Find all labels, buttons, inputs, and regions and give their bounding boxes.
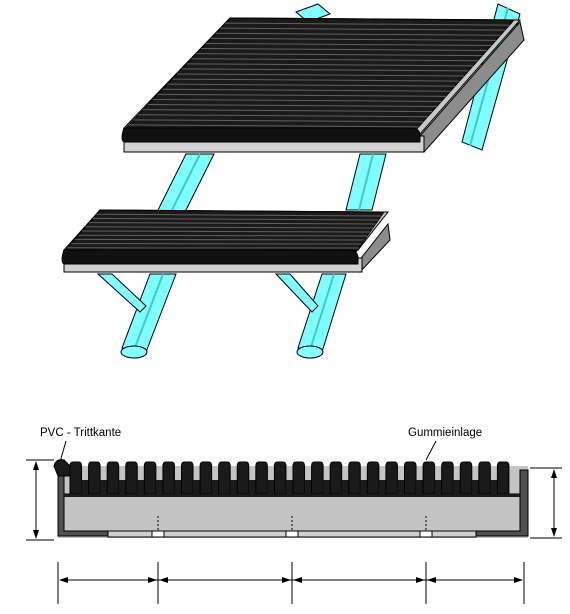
dimension-height-left bbox=[26, 459, 54, 541]
rubber-tooth bbox=[348, 461, 361, 495]
rubber-tooth bbox=[441, 461, 454, 495]
rubber-tooth bbox=[199, 461, 213, 495]
tooth-web bbox=[211, 480, 219, 494]
rubber-rib bbox=[81, 230, 371, 233]
rubber-rib bbox=[128, 124, 419, 128]
rubber-tooth bbox=[366, 461, 380, 495]
stringer-right-mid bbox=[345, 153, 387, 211]
rubber-rib bbox=[220, 27, 505, 31]
rubber-tooth bbox=[273, 461, 287, 495]
rubber-rib bbox=[133, 119, 424, 123]
rubber-tooth bbox=[385, 461, 398, 495]
rubber-tooth bbox=[106, 461, 120, 495]
tooth-web bbox=[267, 480, 275, 494]
rubber-tooth bbox=[88, 461, 101, 495]
tooth-web bbox=[453, 480, 461, 494]
stringer-left-lower bbox=[96, 273, 177, 359]
rubber-rib bbox=[96, 213, 382, 217]
rubber-rib bbox=[92, 217, 379, 221]
rubber-tooth bbox=[125, 461, 138, 495]
rubber-tooth bbox=[181, 461, 194, 495]
rubber-tooth bbox=[255, 461, 268, 495]
rubber-rib bbox=[167, 83, 455, 87]
tooth-web bbox=[323, 480, 331, 494]
tooth-web bbox=[416, 480, 424, 494]
rubber-tooth bbox=[311, 461, 324, 495]
dimension-width bbox=[57, 562, 525, 604]
rubber-tooth bbox=[292, 461, 306, 495]
tooth-web bbox=[397, 480, 405, 494]
rubber-tooth bbox=[404, 461, 417, 495]
rubber-rib bbox=[181, 68, 469, 72]
dimension-arrow-icon bbox=[159, 577, 168, 583]
rubber-rib bbox=[89, 222, 376, 225]
rubber-rib bbox=[172, 78, 460, 82]
pvc-leader bbox=[59, 440, 67, 463]
tooth-web bbox=[304, 480, 312, 494]
tooth-web bbox=[378, 480, 386, 494]
rubber-rib bbox=[78, 234, 368, 237]
rubber-tooth bbox=[236, 461, 250, 495]
gummieinlage-leader bbox=[425, 440, 437, 461]
rubber-tooth bbox=[218, 461, 231, 495]
rubber-rib bbox=[157, 93, 446, 97]
rubber-rib bbox=[143, 109, 433, 113]
tooth-web bbox=[174, 480, 182, 494]
rubber-rib bbox=[210, 37, 496, 41]
tooth-web bbox=[100, 480, 108, 494]
rubber-rib bbox=[196, 53, 483, 57]
rubber-tooth bbox=[478, 461, 491, 495]
pvc-nosing bbox=[53, 459, 71, 477]
tooth-web bbox=[155, 480, 163, 494]
rubber-rib bbox=[205, 42, 492, 46]
rubber-rib bbox=[215, 32, 501, 36]
dimension-height-right bbox=[530, 467, 562, 539]
tooth-web bbox=[230, 480, 238, 494]
rubber-tooth bbox=[496, 461, 510, 495]
rubber-tooth bbox=[162, 461, 175, 495]
rubber-tooth bbox=[69, 461, 83, 495]
dimension-arrow-icon bbox=[59, 577, 68, 583]
cross-section bbox=[53, 459, 529, 538]
tooth-web bbox=[471, 480, 479, 494]
tooth-web bbox=[360, 480, 368, 494]
rubber-rib bbox=[191, 58, 478, 62]
tooth-web bbox=[193, 480, 201, 494]
tooth-web bbox=[341, 480, 349, 494]
rubber-tooth bbox=[143, 461, 157, 495]
gummieinlage-label: Gummieinlage bbox=[408, 427, 482, 439]
rubber-rib bbox=[138, 114, 428, 118]
tooth-web bbox=[434, 480, 442, 494]
tooth-web bbox=[118, 480, 126, 494]
stringer-right-lower bbox=[274, 273, 347, 359]
dimension-arrow-icon bbox=[148, 577, 157, 583]
rubber-base bbox=[64, 494, 520, 497]
rubber-rib bbox=[225, 22, 510, 26]
rubber-rib bbox=[186, 63, 474, 67]
rubber-rib bbox=[74, 238, 365, 241]
dimension-arrow-icon bbox=[282, 577, 291, 583]
tooth-web bbox=[248, 480, 256, 494]
dimension-arrow-icon bbox=[427, 577, 436, 583]
tooth-web bbox=[285, 480, 293, 494]
rubber-rib bbox=[152, 98, 442, 102]
rubber-tooth bbox=[459, 461, 473, 495]
lower-tread bbox=[61, 209, 391, 274]
upper-tread bbox=[121, 17, 525, 154]
rubber-tooth bbox=[329, 461, 343, 495]
rubber-rib bbox=[176, 73, 465, 77]
pvc-trittkante-label: PVC - Trittkante bbox=[40, 427, 121, 439]
rubber-rib bbox=[201, 48, 487, 52]
tooth-web bbox=[81, 480, 89, 494]
dimension-arrow-icon bbox=[293, 577, 302, 583]
dimension-arrow-icon bbox=[416, 577, 425, 583]
tooth-web bbox=[490, 480, 498, 494]
rubber-rib bbox=[162, 88, 451, 92]
rubber-rib bbox=[85, 226, 373, 229]
tooth-web bbox=[137, 480, 145, 494]
rubber-tooth bbox=[422, 461, 436, 495]
dimension-arrow-icon bbox=[514, 577, 523, 583]
rubber-rib bbox=[148, 104, 437, 108]
